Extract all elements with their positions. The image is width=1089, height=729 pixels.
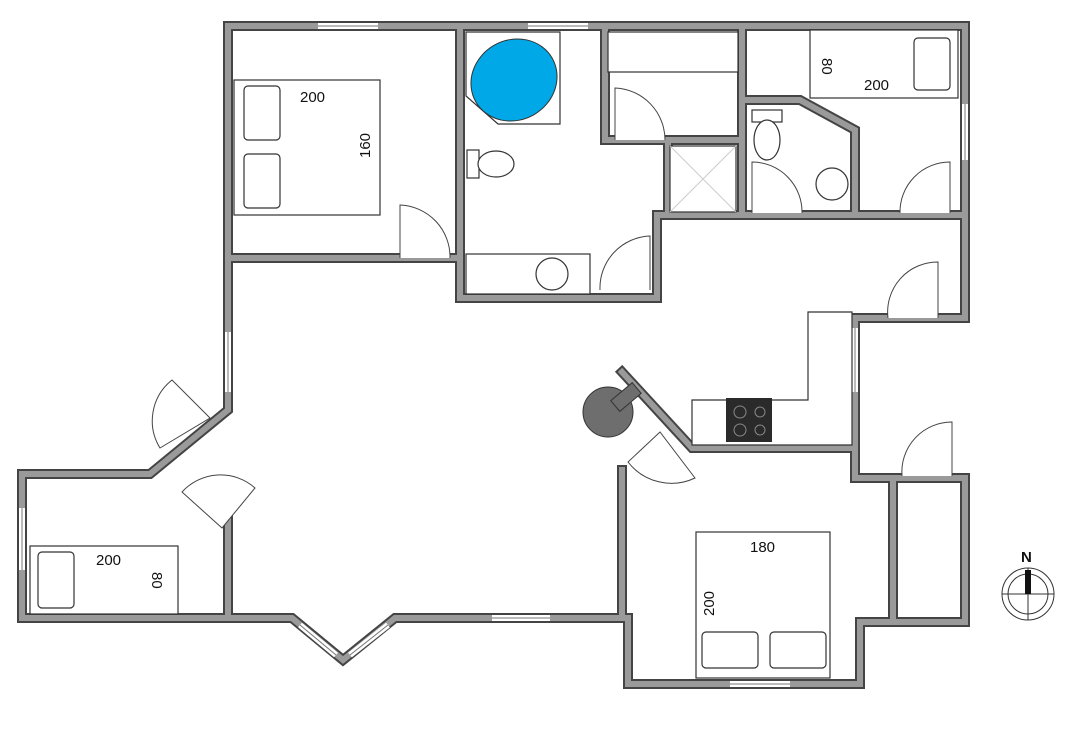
walls xyxy=(17,21,970,689)
windows xyxy=(19,23,968,687)
dining-table xyxy=(582,381,642,438)
compass: N xyxy=(1001,549,1055,621)
stove xyxy=(726,398,772,442)
beds xyxy=(29,29,959,679)
ne-bed-length: 200 xyxy=(864,77,889,94)
bed-dimension-labels: 200 160 80 200 200 80 180 200 xyxy=(96,58,889,616)
south-bed-width: 180 xyxy=(750,539,775,556)
sw-bed-width: 80 xyxy=(148,572,165,589)
closet xyxy=(607,31,739,73)
toilets xyxy=(466,109,783,179)
kitchen xyxy=(691,311,853,446)
master-bed-width: 160 xyxy=(357,133,374,158)
shower xyxy=(669,145,737,213)
master-bed-length: 200 xyxy=(300,89,325,106)
ne-bed-width: 80 xyxy=(818,58,835,75)
doors xyxy=(151,87,953,529)
sw-bed-length: 200 xyxy=(96,552,121,569)
bathtub xyxy=(465,31,561,125)
compass-north-label: N xyxy=(1021,549,1032,566)
south-bed-length: 200 xyxy=(701,591,718,616)
